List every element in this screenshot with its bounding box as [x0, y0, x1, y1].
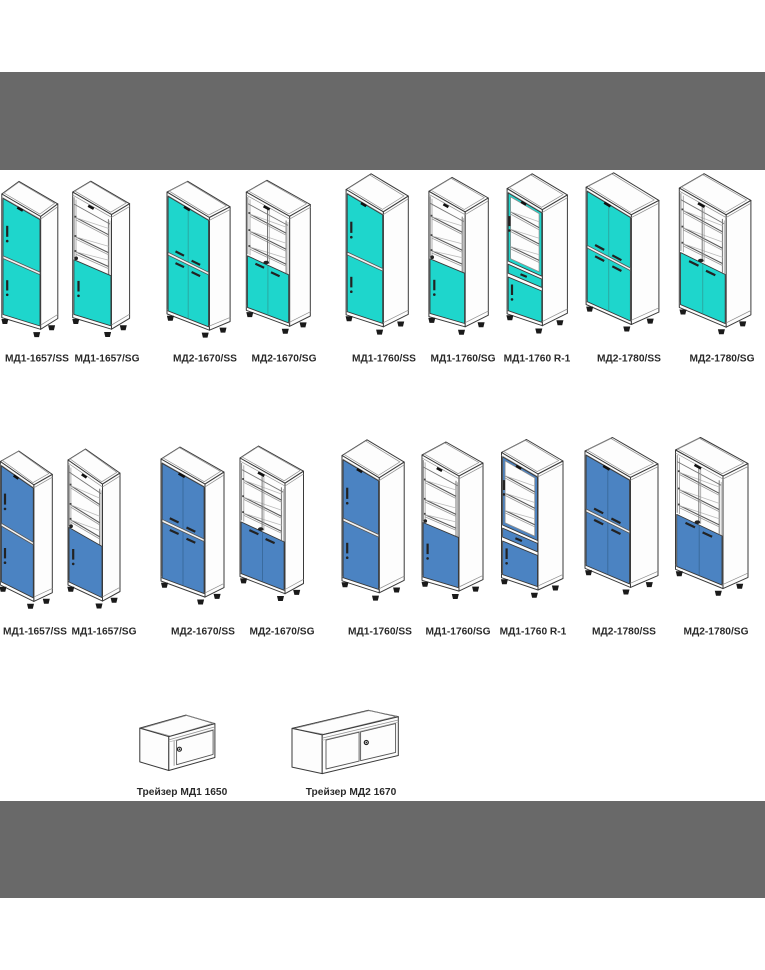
svg-text:МД2-1780/SG: МД2-1780/SG — [683, 627, 748, 638]
svg-text:МД1-1657/SG: МД1-1657/SG — [71, 627, 136, 638]
svg-text:МД1-1657/SG: МД1-1657/SG — [74, 354, 139, 365]
svg-text:МД1-1760/SG: МД1-1760/SG — [425, 627, 490, 638]
svg-text:МД2-1670/SG: МД2-1670/SG — [249, 627, 314, 638]
svg-text:МД1-1760/SS: МД1-1760/SS — [352, 354, 416, 365]
svg-text:МД1-1760/SG: МД1-1760/SG — [430, 354, 495, 365]
svg-text:МД2-1670/SS: МД2-1670/SS — [173, 354, 237, 365]
svg-text:МД1-1760 R-1: МД1-1760 R-1 — [504, 354, 571, 365]
svg-text:МД2-1670/SG: МД2-1670/SG — [251, 354, 316, 365]
svg-text:МД2-1670/SS: МД2-1670/SS — [171, 627, 235, 638]
svg-text:МД1-1760/SS: МД1-1760/SS — [348, 627, 412, 638]
svg-text:МД1-1760 R-1: МД1-1760 R-1 — [500, 627, 567, 638]
svg-text:МД2-1780/SS: МД2-1780/SS — [597, 354, 661, 365]
svg-text:МД2-1780/SS: МД2-1780/SS — [592, 627, 656, 638]
svg-text:МД2-1780/SG: МД2-1780/SG — [689, 354, 754, 365]
svg-text:МД1-1657/SS: МД1-1657/SS — [3, 627, 67, 638]
svg-text:Трейзер МД2 1670: Трейзер МД2 1670 — [306, 787, 397, 798]
svg-text:Трейзер МД1 1650: Трейзер МД1 1650 — [137, 787, 228, 798]
svg-text:МД1-1657/SS: МД1-1657/SS — [5, 354, 69, 365]
